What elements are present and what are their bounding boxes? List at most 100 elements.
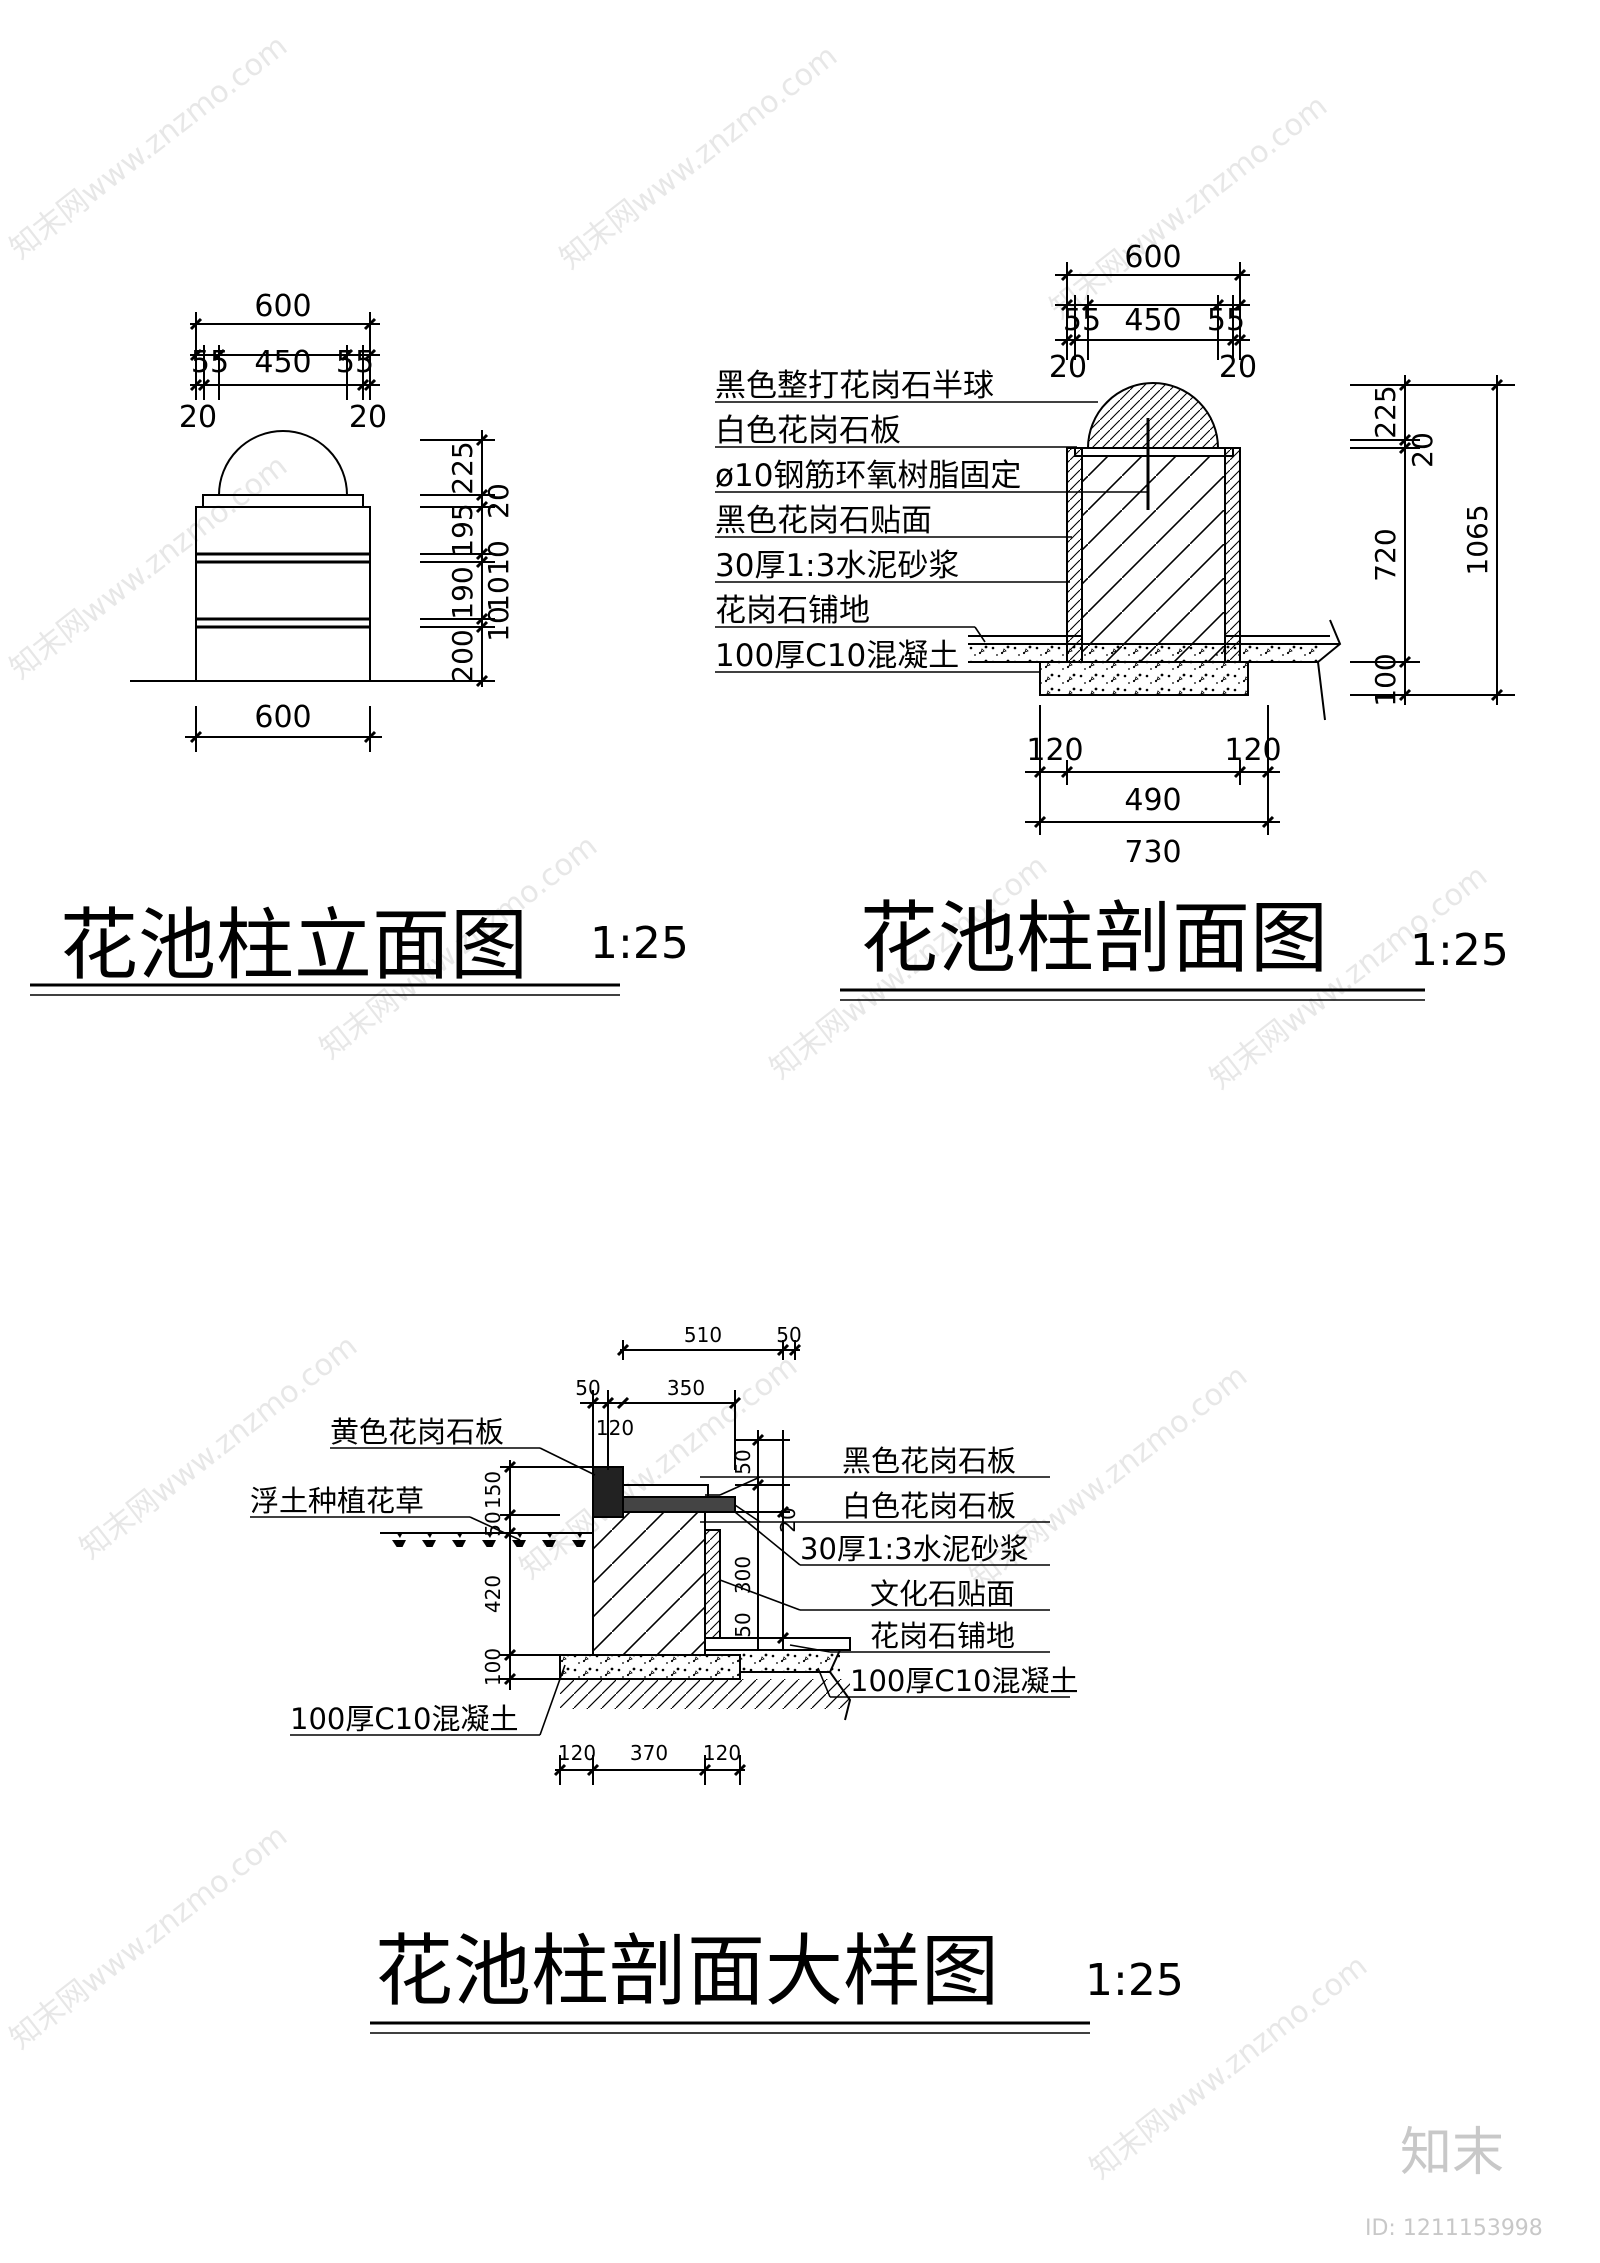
note-label: 黑色花岗石板 xyxy=(842,1444,1016,1478)
dim-label: 20 xyxy=(179,400,217,435)
planting-soil xyxy=(380,1533,592,1547)
brand-mark: 知末 ID: 1211153998 xyxy=(1365,2123,1543,2241)
brand-logo-text: 知末 xyxy=(1400,2123,1504,2183)
dim-label: 600 xyxy=(1124,240,1181,275)
dim-label: 1065 xyxy=(1461,504,1494,575)
planter-wall xyxy=(593,1500,705,1655)
note-label: 浮土种植花草 xyxy=(250,1484,424,1518)
dim-label: 10 xyxy=(482,576,515,612)
column-body xyxy=(196,507,370,681)
drawing-scale: 1:25 xyxy=(1410,925,1509,976)
dim-label: 50 xyxy=(575,1376,600,1400)
dim-label: 490 xyxy=(1124,783,1181,818)
note-label: 白色花岗石板 xyxy=(842,1489,1016,1523)
note-label: 花岗石铺地 xyxy=(870,1619,1015,1653)
elevation-title: 花池柱立面图 1:25 xyxy=(30,901,689,995)
note-label: 100厚C10混凝土 xyxy=(715,638,959,674)
detail-view xyxy=(250,1340,1070,1785)
dim-label: 120 xyxy=(1224,733,1281,768)
watermark-text: 知末网www.znzmo.com xyxy=(1043,88,1334,326)
dim-label: 20 xyxy=(1049,350,1087,385)
facing-right xyxy=(1225,448,1240,662)
dim-label: 300 xyxy=(731,1556,755,1594)
dim-label: 510 xyxy=(684,1323,722,1347)
yellow-granite-plate xyxy=(593,1467,623,1517)
dim-label: 195 xyxy=(446,503,479,556)
note-label: 文化石贴面 xyxy=(870,1577,1015,1611)
granite-hemisphere xyxy=(1088,383,1218,448)
dim-label: 720 xyxy=(1369,528,1402,581)
granite-paving xyxy=(705,1638,850,1650)
dim-label: 120 xyxy=(558,1741,596,1765)
dim-label: 10 xyxy=(482,606,515,642)
column-core xyxy=(1082,456,1225,662)
dim-label: 450 xyxy=(1124,303,1181,338)
dim-label: 100 xyxy=(481,1648,505,1686)
detail-notes: 黄色花岗石板 浮土种植花草 100厚C10混凝土 黑色花岗石板 白色花岗石板 3… xyxy=(250,1415,1079,1736)
note-label: 黑色整打花岗石半球 xyxy=(715,368,994,404)
drawing-title: 花池柱剖面大样图 xyxy=(375,1927,999,2017)
cap-plate xyxy=(203,495,363,507)
watermark-text: 知末网www.znzmo.com xyxy=(73,1328,364,1566)
section-title: 花池柱剖面图 1:25 xyxy=(840,894,1509,1000)
note-label: 花岗石铺地 xyxy=(715,593,870,629)
dim-label: 20 xyxy=(482,483,515,519)
watermark-text: 知末网www.znzmo.com xyxy=(553,38,844,276)
dim-label: 120 xyxy=(1026,733,1083,768)
note-label: 100厚C10混凝土 xyxy=(850,1664,1079,1698)
dim-label: 20 xyxy=(1406,432,1439,468)
dim-label: 350 xyxy=(667,1376,705,1400)
dim-label: 150 xyxy=(481,1471,505,1509)
concrete-footing xyxy=(560,1655,740,1679)
dim-label: 120 xyxy=(703,1741,741,1765)
note-label: 30厚1:3水泥砂浆 xyxy=(800,1532,1029,1566)
elevation-view xyxy=(130,312,495,752)
dim-label: 55 xyxy=(191,345,229,380)
dim-label: 600 xyxy=(254,700,311,735)
dim-label: 20 xyxy=(1219,350,1257,385)
dim-label: 225 xyxy=(446,441,479,494)
dim-label: 55 xyxy=(1063,303,1101,338)
dim-label: 20 xyxy=(776,1507,800,1532)
facing-left xyxy=(1067,448,1082,662)
note-label: 30厚1:3水泥砂浆 xyxy=(715,548,959,584)
watermark-text: 知末网www.znzmo.com xyxy=(3,1818,294,2056)
section-dim-labels: 600 55 450 55 20 20 225 20 720 100 1065 … xyxy=(1026,240,1494,870)
dim-label: 450 xyxy=(254,345,311,380)
dim-label: 50 xyxy=(731,1612,755,1637)
white-granite-plate xyxy=(623,1485,708,1497)
dim-label: 55 xyxy=(336,345,374,380)
dim-label: 10 xyxy=(482,540,515,576)
section-notes: 黑色整打花岗石半球 白色花岗石板 ø10钢筋环氧树脂固定 黑色花岗石贴面 30厚… xyxy=(715,368,1021,674)
note-label: ø10钢筋环氧树脂固定 xyxy=(715,458,1021,494)
detail-title: 花池柱剖面大样图 1:25 xyxy=(370,1927,1184,2033)
dim-label: 600 xyxy=(254,289,311,324)
image-id-label: ID: 1211153998 xyxy=(1365,2216,1543,2241)
note-label: 白色花岗石板 xyxy=(715,413,901,449)
white-granite-plate xyxy=(1075,448,1233,456)
note-label: 100厚C10混凝土 xyxy=(290,1702,519,1736)
dim-label: 100 xyxy=(1369,653,1402,706)
drawing-scale: 1:25 xyxy=(590,918,689,969)
black-granite-plate xyxy=(623,1497,735,1512)
dome xyxy=(219,431,347,495)
dim-label: 370 xyxy=(630,1741,668,1765)
dim-label: 200 xyxy=(446,629,479,682)
elevation-dim-labels: 600 55 450 55 20 20 225 195 190 200 20 1… xyxy=(179,289,515,735)
dim-label: 190 xyxy=(446,566,479,619)
dim-label: 50 xyxy=(776,1323,801,1347)
watermark-text: 知末网www.znzmo.com xyxy=(3,28,294,266)
detail-dim-labels: 510 50 50 350 120 150 50 420 100 50 20 3… xyxy=(481,1323,802,1765)
dim-label: 730 xyxy=(1124,835,1181,870)
dim-label: 225 xyxy=(1369,385,1402,438)
culture-stone-facing xyxy=(705,1530,720,1638)
dim-label: 50 xyxy=(481,1511,505,1536)
note-label: 黑色花岗石贴面 xyxy=(715,503,932,539)
dim-label: 50 xyxy=(731,1449,755,1474)
note-label: 黄色花岗石板 xyxy=(330,1415,504,1449)
dim-label: 20 xyxy=(349,400,387,435)
drawing-title: 花池柱剖面图 xyxy=(860,894,1328,984)
dim-label: 120 xyxy=(596,1416,634,1440)
section-view xyxy=(715,262,1515,835)
concrete-footing xyxy=(1040,662,1248,695)
